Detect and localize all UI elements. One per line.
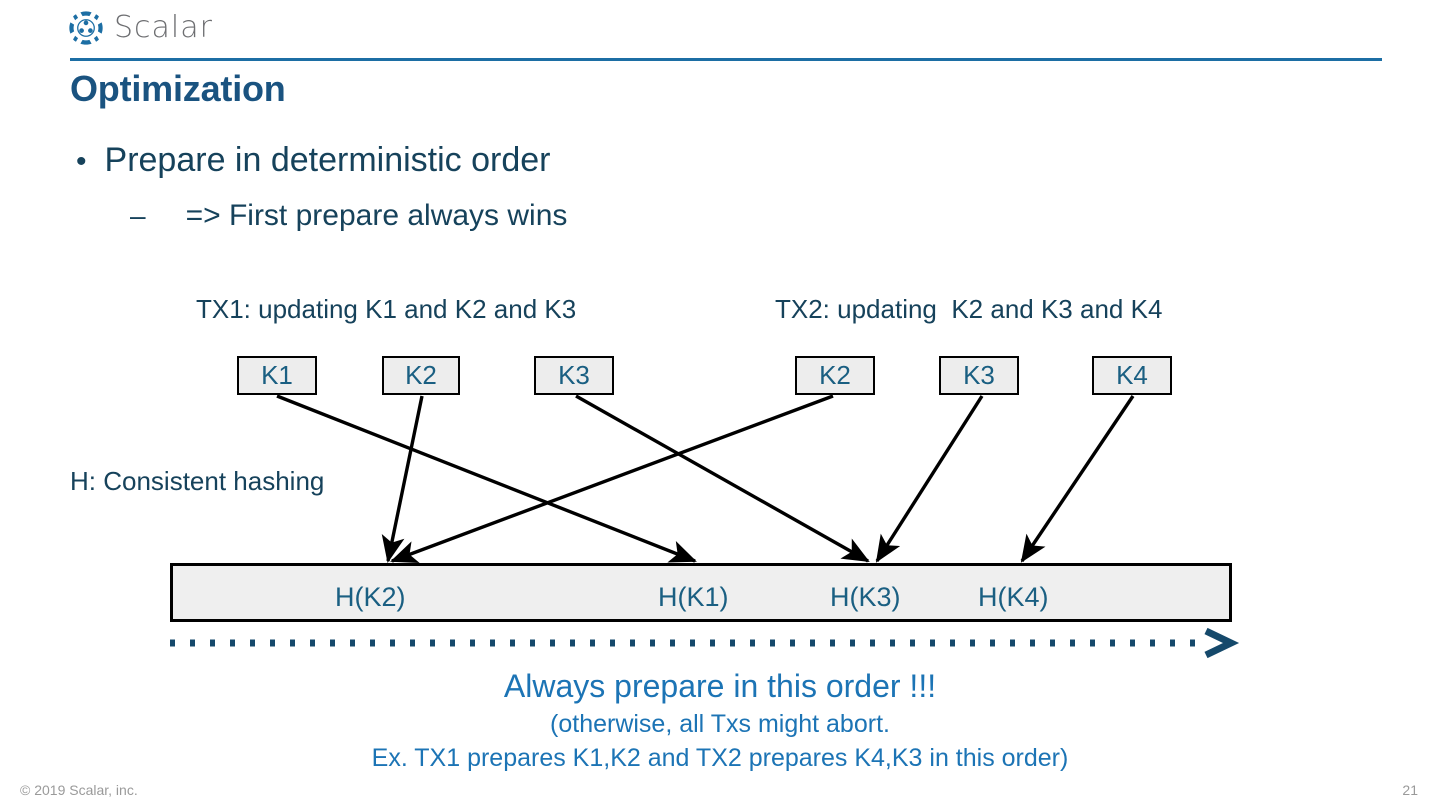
key-box-tx2-k4: K4 — [1092, 356, 1172, 395]
bullet-dot-icon: • — [76, 145, 87, 178]
brand-name: Scalar — [114, 10, 213, 45]
hash-slot-hk3: H(K3) — [830, 582, 901, 612]
hash-ring-bar — [170, 563, 1232, 622]
bullet-dash-icon: – — [130, 200, 146, 231]
footer-page-number: 21 — [1402, 782, 1418, 798]
footer-copyright: © 2019 Scalar, inc. — [20, 782, 138, 798]
arrow-K3TX2-to-HK3 — [875, 395, 984, 563]
caption-line-3: Ex. TX1 prepares K1,K2 and TX2 prepares … — [371, 744, 1069, 772]
arrow-K2-to-HK2 — [381, 395, 424, 563]
key-box-tx2-k2: K2 — [795, 356, 875, 395]
legend-label: H: Consistent hashing — [70, 466, 325, 496]
bullet-level2: – => First prepare always wins — [130, 198, 567, 234]
header-divider — [70, 58, 1382, 61]
arrow-K3-to-HK3 — [575, 394, 870, 563]
brand-logo: Scalar — [68, 10, 213, 46]
bullet-level2-text: => First prepare always wins — [185, 199, 568, 232]
hash-slot-hk1: H(K1) — [658, 582, 729, 612]
caption-line-1: Always prepare in this order !!! — [503, 668, 937, 704]
arrow-K1-to-HK1 — [276, 394, 697, 563]
caption-line-2: (otherwise, all Txs might abort. — [550, 710, 890, 738]
key-box-tx1-k1: K1 — [237, 356, 317, 395]
tx2-label: TX2: updating K2 and K3 and K4 — [775, 294, 1163, 324]
arrow-K4-to-HK4 — [1020, 395, 1135, 563]
bullet-level1-text: Prepare in deterministic order — [104, 141, 551, 179]
dotted-right-arrow-icon — [170, 627, 1240, 659]
key-box-tx2-k3: K3 — [939, 356, 1019, 395]
hash-slot-hk2: H(K2) — [335, 582, 406, 612]
page-title: Optimization — [70, 68, 286, 109]
scalar-node-logo-icon — [68, 10, 104, 46]
key-box-tx1-k2: K2 — [382, 356, 460, 395]
arrow-K2TX2-to-HK2 — [390, 394, 834, 564]
tx1-label: TX1: updating K1 and K2 and K3 — [196, 294, 577, 324]
bullet-level1: • Prepare in deterministic order — [76, 140, 550, 181]
hash-slot-hk4: H(K4) — [978, 582, 1049, 612]
key-box-tx1-k3: K3 — [534, 356, 614, 395]
